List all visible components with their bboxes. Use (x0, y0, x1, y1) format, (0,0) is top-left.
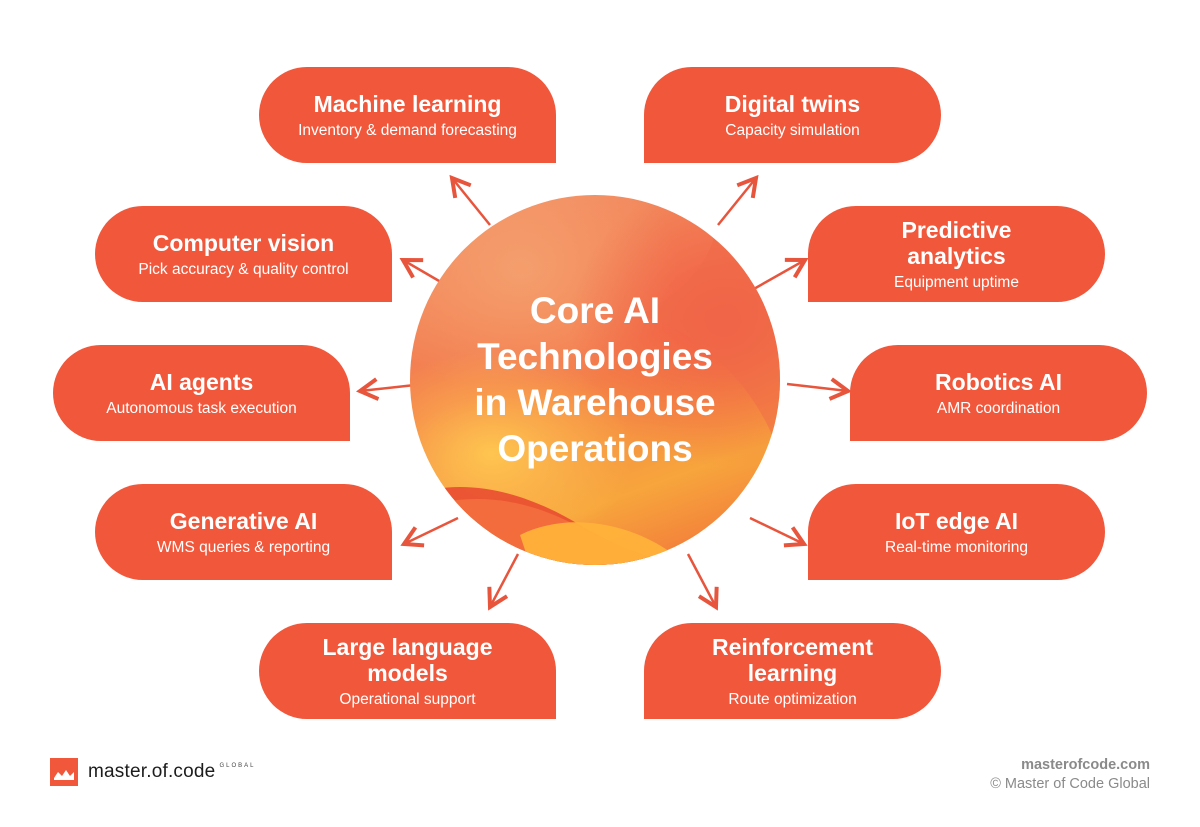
card-subtitle: AMR coordination (936, 399, 1061, 417)
card-title: Generative AI (169, 507, 318, 534)
card-title: AI agents (149, 368, 254, 395)
card-reinforcement-learning: Reinforcement learning Route optimizatio… (644, 623, 941, 719)
card-title: IoT edge AI (894, 507, 1019, 534)
center-title: Core AI Technologies in Warehouse Operat… (474, 290, 716, 469)
card-subtitle: Real-time monitoring (885, 538, 1028, 556)
card-subtitle: Route optimization (728, 690, 857, 708)
logo-tag: GLOBAL (219, 763, 256, 769)
card-robotics-ai: Robotics AI AMR coordination (850, 345, 1147, 441)
card-subtitle: Equipment uptime (894, 273, 1019, 291)
card-title: Robotics AI (935, 368, 1062, 395)
card-title: Machine learning (313, 90, 502, 117)
brand-logo: master.of.code GLOBAL (50, 758, 255, 786)
card-subtitle: WMS queries & reporting (156, 538, 331, 556)
card-ai-agents: AI agents Autonomous task execution (53, 345, 350, 441)
card-subtitle: Operational support (339, 690, 476, 708)
center-swoosh-graphic (410, 195, 780, 565)
arrow-reinforcement-learning (686, 553, 719, 611)
card-title: Large language models (322, 633, 493, 686)
card-title: Predictive analytics (901, 216, 1012, 269)
arrow-machine-learning (449, 174, 491, 226)
card-iot-edge-ai: IoT edge AI Real-time monitoring (808, 484, 1105, 580)
card-large-language-models: Large language models Operational suppor… (259, 623, 556, 719)
logo-text: master.of.code (88, 761, 216, 782)
card-digital-twins: Digital twins Capacity simulation (644, 67, 941, 163)
card-subtitle: Pick accuracy & quality control (138, 260, 349, 278)
card-title: Digital twins (724, 90, 861, 117)
card-title: Reinforcement learning (711, 633, 874, 686)
card-title: Computer vision (152, 229, 335, 256)
card-generative-ai: Generative AI WMS queries & reporting (95, 484, 392, 580)
card-computer-vision: Computer vision Pick accuracy & quality … (95, 206, 392, 302)
card-subtitle: Capacity simulation (725, 121, 860, 139)
card-machine-learning: Machine learning Inventory & demand fore… (259, 67, 556, 163)
footer-site: masterofcode.com (1021, 757, 1150, 773)
card-predictive-analytics: Predictive analytics Equipment uptime (808, 206, 1105, 302)
arrow-iot-edge-ai (749, 516, 808, 548)
card-subtitle: Autonomous task execution (106, 399, 297, 417)
footer-credits: masterofcode.com © Master of Code Global (990, 756, 1150, 794)
center-circle: Core AI Technologies in Warehouse Operat… (410, 195, 780, 565)
logo-mark-icon (50, 758, 78, 786)
footer-copyright: © Master of Code Global (990, 776, 1150, 792)
arrow-robotics-ai (786, 377, 853, 401)
card-subtitle: Inventory & demand forecasting (298, 121, 517, 139)
